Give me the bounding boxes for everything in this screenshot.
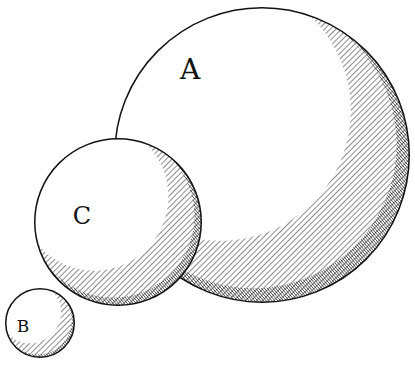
sphere-letter: B — [17, 318, 30, 335]
sphere-shading — [34, 138, 202, 306]
sphere-shading — [5, 288, 75, 358]
sphere-letter: A — [180, 56, 200, 84]
sphere-b: B — [5, 288, 75, 358]
sphere-letter: C — [73, 204, 91, 228]
sphere-c: C — [34, 138, 202, 306]
